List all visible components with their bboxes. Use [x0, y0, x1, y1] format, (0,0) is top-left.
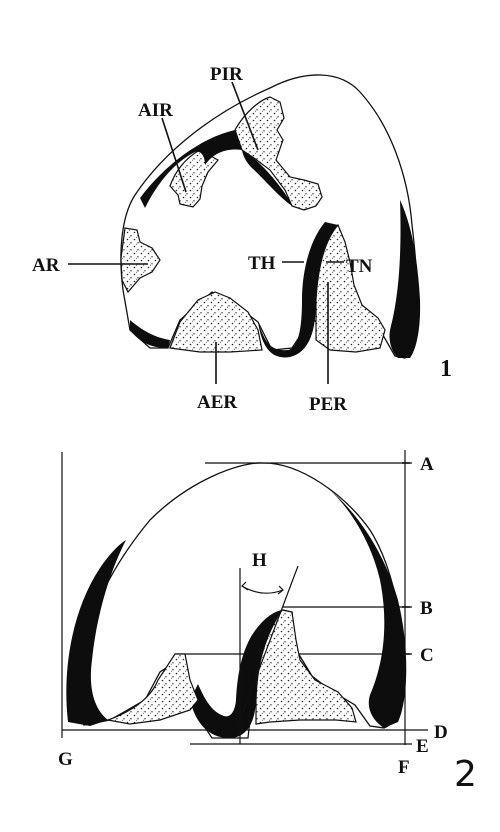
fig1-enamel-band-lower-left — [130, 320, 170, 348]
fig1-anterior-ridge — [120, 227, 161, 294]
fig2-angle-h-slant — [239, 565, 299, 721]
fig2-angle-h-arrow-right — [277, 585, 284, 595]
label-ar: AR — [32, 255, 60, 276]
fig2-angle-h-arrow-left — [241, 581, 249, 591]
label-f: F — [398, 757, 410, 778]
label-e: E — [416, 736, 429, 757]
figure-1-number: 1 — [440, 356, 452, 382]
figure-2: A B C D E F G H 2 — [58, 450, 477, 795]
fig1-posterior-inner-ridge — [234, 96, 323, 211]
fig1-enamel-band-upper — [140, 130, 242, 208]
fig2-talon-hook — [190, 610, 282, 739]
fig1-talon-hook — [258, 222, 338, 358]
fig1-enamel-band-right — [389, 200, 421, 358]
fig1-leader-air — [161, 117, 187, 193]
fig2-enamel-band-left — [66, 540, 126, 726]
label-th: TH — [248, 253, 276, 274]
label-pir: PIR — [210, 64, 243, 85]
fig1-posterior-external-ridge — [315, 223, 386, 353]
label-g: G — [58, 749, 73, 770]
label-a: A — [420, 454, 434, 475]
figure-2-number: 2 — [454, 754, 477, 795]
fig2-stipple-center — [255, 609, 357, 725]
label-air: AIR — [138, 100, 173, 121]
label-per: PER — [309, 394, 347, 415]
fig2-enamel-band-right — [328, 488, 407, 728]
label-c: C — [420, 645, 434, 666]
fig2-stipple-left — [105, 653, 199, 725]
label-aer: AER — [197, 392, 237, 413]
fig1-leader-pir — [231, 81, 259, 151]
label-tn: TN — [346, 256, 373, 277]
label-h: H — [252, 550, 267, 571]
label-b: B — [420, 598, 433, 619]
fig1-enamel-band-inner — [242, 150, 292, 206]
fig1-anterior-external-ridge — [169, 291, 263, 353]
label-d: D — [434, 722, 448, 743]
fig1-tooth-outline — [120, 74, 418, 359]
figure-1: PIR AIR AR TH TN AER PER 1 — [32, 64, 452, 415]
fig1-anterior-inner-ridge — [169, 149, 219, 208]
